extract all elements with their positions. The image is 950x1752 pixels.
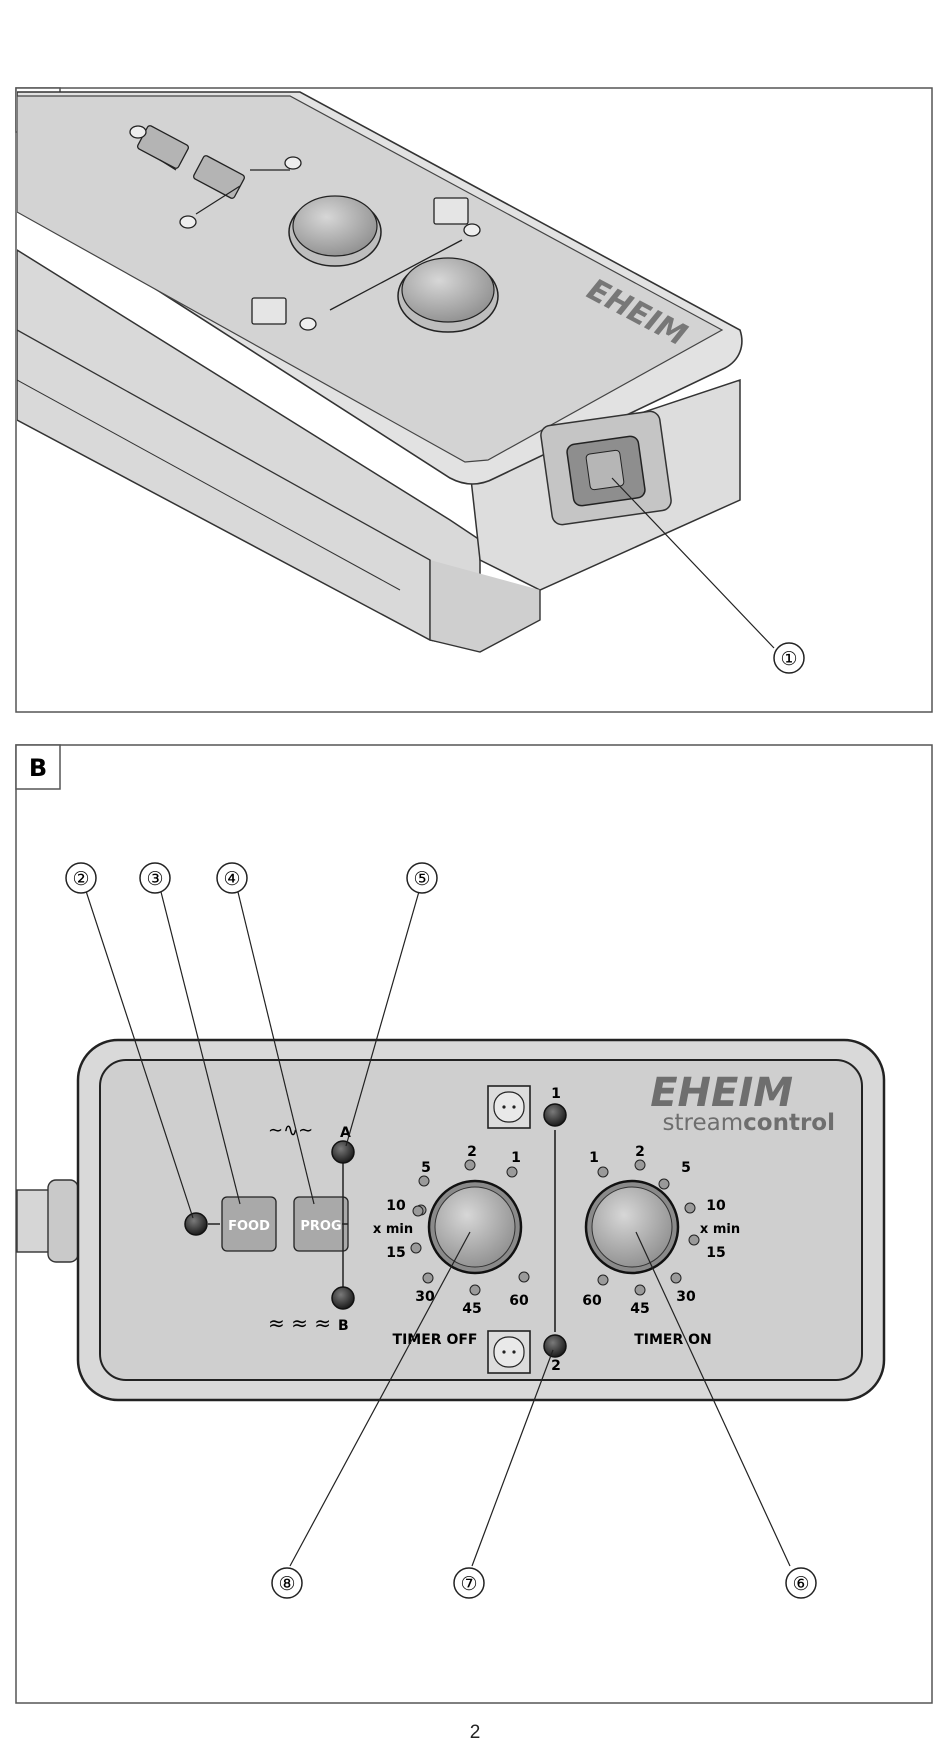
outlet-2-icon-perspective bbox=[251, 297, 287, 325]
callout-4-ring bbox=[216, 862, 248, 894]
timer-on-tick-30: 30 bbox=[676, 1289, 696, 1305]
timer-on-dial: 1 2 5 10 15 30 45 60 x min TIMER ON bbox=[582, 1144, 740, 1348]
panel-b-letter-box bbox=[15, 744, 61, 790]
timer-on-tick-45: 45 bbox=[630, 1301, 649, 1317]
food-button[interactable] bbox=[221, 1196, 277, 1252]
mode-b-led bbox=[331, 1286, 355, 1310]
leader-lines bbox=[84, 887, 791, 1567]
brand-logo: EHEIM bbox=[650, 1070, 793, 1116]
mode-a-label: A bbox=[340, 1125, 351, 1141]
wave-a-symbol: ∼∿∼ bbox=[268, 1120, 313, 1141]
panel-b: B EHEIM streamcontrol FOOD PROG ∼∿∼ A ≈ … bbox=[15, 744, 933, 1704]
timer-off-tick-1: 1 bbox=[511, 1150, 521, 1166]
outlet-1-icon-perspective bbox=[433, 197, 469, 225]
timer-off-unit: x min bbox=[373, 1222, 413, 1237]
page-number: 2 bbox=[469, 1722, 481, 1743]
timer-on-tick-1: 1 bbox=[589, 1150, 599, 1166]
leader-7 bbox=[471, 1349, 554, 1567]
callout-7: ⑦ bbox=[460, 1573, 477, 1595]
timer-off-tick-2: 2 bbox=[467, 1144, 477, 1160]
callout-6-ring bbox=[785, 1567, 817, 1599]
outlet-2-number: 2 bbox=[551, 1358, 561, 1374]
product-name-light: stream bbox=[663, 1110, 744, 1136]
timer-on-tick-2: 2 bbox=[635, 1144, 645, 1160]
panel-a: A bbox=[15, 87, 933, 713]
food-led bbox=[184, 1212, 208, 1236]
mode-a-led bbox=[331, 1140, 355, 1164]
leader-1 bbox=[611, 477, 775, 649]
timer-off-tick-5: 5 bbox=[421, 1160, 431, 1176]
outlet-1-led bbox=[543, 1103, 567, 1127]
leader-8 bbox=[289, 1231, 471, 1567]
leader-3 bbox=[159, 887, 241, 1205]
callout-4: ④ bbox=[223, 868, 240, 890]
panel-b-letter: B bbox=[29, 754, 47, 782]
callout-2-ring bbox=[65, 862, 97, 894]
product-name-bold: control bbox=[743, 1110, 835, 1136]
callout-5-ring bbox=[406, 862, 438, 894]
timer-off-tick-45: 45 bbox=[462, 1301, 481, 1317]
timer-on-pointer bbox=[658, 1178, 670, 1190]
timer-off-dial: 10 5 2 1 60 45 30 15 x min TIMER OFF bbox=[373, 1144, 530, 1348]
timer-off-tick-10: 10 bbox=[386, 1198, 406, 1214]
callout-8: ⑧ bbox=[278, 1573, 295, 1595]
callout-5: ⑤ bbox=[413, 868, 430, 890]
food-button-label: FOOD bbox=[228, 1219, 270, 1234]
device-perspective: EHEIM bbox=[17, 91, 775, 653]
callout-3-ring bbox=[139, 862, 171, 894]
timer-on-tick-60: 60 bbox=[582, 1293, 602, 1309]
wave-b-symbol: ≈ ≈ ≈ bbox=[268, 1311, 331, 1335]
timer-off-tick-15: 15 bbox=[386, 1245, 405, 1261]
timer-on-knob[interactable] bbox=[591, 1186, 673, 1268]
callout-3: ③ bbox=[146, 868, 163, 890]
outlet-1-number: 1 bbox=[551, 1086, 561, 1102]
product-name: streamcontrol bbox=[663, 1110, 835, 1136]
cable-strain-relief bbox=[47, 1179, 79, 1263]
callout-1: ① bbox=[780, 648, 797, 670]
timer-off-tick-30: 30 bbox=[415, 1289, 435, 1305]
outlet-2-led bbox=[543, 1334, 567, 1358]
timer-on-tick-5: 5 bbox=[681, 1160, 691, 1176]
timer-on-label: TIMER ON bbox=[634, 1332, 712, 1348]
callout-7-ring bbox=[453, 1567, 485, 1599]
callout-2: ② bbox=[72, 868, 89, 890]
callout-1-ring bbox=[773, 642, 805, 674]
leader-4 bbox=[236, 887, 315, 1205]
prog-button-label: PROG bbox=[300, 1219, 341, 1234]
timer-on-tick-10: 10 bbox=[706, 1198, 726, 1214]
device-control-panel bbox=[17, 95, 724, 463]
timer-on-tick-15: 15 bbox=[706, 1245, 725, 1261]
callout-8-ring bbox=[271, 1567, 303, 1599]
leader-5 bbox=[345, 887, 421, 1147]
prog-button-perspective bbox=[192, 155, 246, 199]
timer-off-label: TIMER OFF bbox=[393, 1332, 478, 1348]
leader-6 bbox=[635, 1231, 791, 1567]
timer-off-knob[interactable] bbox=[434, 1186, 516, 1268]
mode-b-label: B bbox=[338, 1318, 349, 1334]
timer-off-tick-60: 60 bbox=[509, 1293, 529, 1309]
callout-6: ⑥ bbox=[792, 1573, 809, 1595]
leader-2 bbox=[84, 887, 194, 1219]
timer-on-unit: x min bbox=[700, 1222, 740, 1237]
